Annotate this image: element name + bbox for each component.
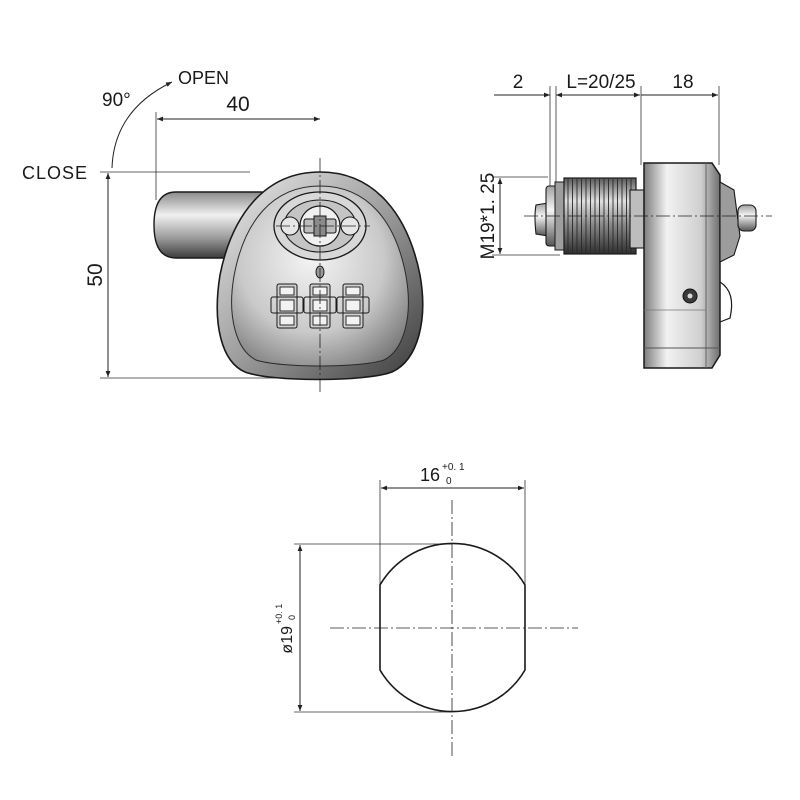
cutout-width-value: 16 xyxy=(420,465,440,485)
combination-dial[interactable] xyxy=(336,283,370,329)
rear-spindle xyxy=(737,204,757,232)
open-label: OPEN xyxy=(178,68,229,88)
combination-dial[interactable] xyxy=(270,283,304,329)
close-label: CLOSE xyxy=(22,163,88,183)
length-dimension-value: L=20/25 xyxy=(566,72,635,93)
lock-housing xyxy=(643,162,721,369)
rotation-angle-label: 90° xyxy=(102,90,131,111)
panel-cutout-view: 16 +0. 1 0 ø19 +0. 1 0 xyxy=(274,462,578,756)
body-dimension-value: 18 xyxy=(672,72,693,93)
side-view: 2 L=20/25 18 M19*1. 25 xyxy=(478,72,772,369)
thread-dimension-value: M19*1. 25 xyxy=(478,173,499,260)
width-dimension-value: 40 xyxy=(226,93,249,116)
rotation-arrow xyxy=(111,81,173,169)
height-dimension-value: 50 xyxy=(84,263,107,286)
cutout-diameter-tol-lower: 0 xyxy=(287,615,297,620)
rear-cam-stub xyxy=(719,181,741,263)
cutout-shape xyxy=(379,542,526,713)
flange-dimension-value: 2 xyxy=(513,72,524,93)
cutout-diameter-tol-upper: +0. 1 xyxy=(274,604,284,624)
front-view: 90° OPEN CLOSE 40 50 xyxy=(22,68,424,392)
mounting-nut xyxy=(629,189,645,249)
cutout-width-tol-upper: +0. 1 xyxy=(442,462,465,473)
cutout-width-tol-lower: 0 xyxy=(446,476,452,487)
cutout-diameter-value: ø19 xyxy=(279,626,296,654)
rear-arm xyxy=(719,281,733,323)
